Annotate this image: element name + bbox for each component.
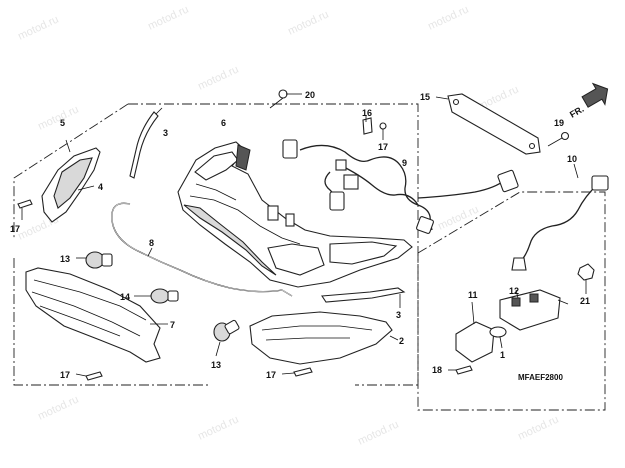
lens-11 xyxy=(455,301,495,363)
screw-20 xyxy=(269,89,302,109)
screw-17-top xyxy=(379,122,387,140)
watermark-text: motod.ru xyxy=(436,203,480,232)
callout-21: 21 xyxy=(580,296,590,306)
screw-18-lower xyxy=(448,365,473,375)
lens-4 xyxy=(77,185,95,191)
callout-2: 2 xyxy=(399,336,404,346)
wire-harness xyxy=(282,139,519,234)
screw-17-bottom xyxy=(281,367,313,377)
lens-7 xyxy=(25,267,168,363)
callout-18: 18 xyxy=(432,365,442,375)
group-frames xyxy=(13,103,606,411)
bulb-13-left xyxy=(76,251,113,269)
callout-10: 10 xyxy=(567,154,577,164)
watermark-text: motod.ru xyxy=(146,3,190,32)
wire-8 xyxy=(111,202,293,297)
watermark-text: motod.ru xyxy=(286,8,330,37)
license-light-12 xyxy=(499,289,569,331)
callout-17: 17 xyxy=(266,370,276,380)
callout-labels: 1 2 3 3 4 5 6 7 8 9 10 11 12 13 13 14 15… xyxy=(10,90,590,382)
watermark-text: motod.ru xyxy=(426,3,470,32)
trim-strip-3-upper xyxy=(129,107,163,179)
drawing-code: MFAEF2800 xyxy=(518,373,563,382)
screw-19 xyxy=(547,131,570,147)
callout-3: 3 xyxy=(396,310,401,320)
callout-13: 13 xyxy=(211,360,221,370)
callout-16: 16 xyxy=(362,108,372,118)
callout-3: 3 xyxy=(163,128,168,138)
watermark-text: motod.ru xyxy=(36,103,80,132)
lens-2 xyxy=(249,311,399,365)
gasket-1 xyxy=(489,326,507,349)
callout-12: 12 xyxy=(509,286,519,296)
watermark-text: motod.ru xyxy=(196,63,240,92)
side-reflector-5 xyxy=(41,139,101,223)
bracket-15 xyxy=(435,93,541,155)
direction-label: FR. xyxy=(568,104,586,120)
nut-21 xyxy=(577,263,595,294)
watermark-text: motod.ru xyxy=(16,13,60,42)
wire-10 xyxy=(511,163,609,271)
tail-light-housing xyxy=(177,141,413,288)
screw-17-bottom-left xyxy=(75,371,103,381)
callout-4: 4 xyxy=(98,182,103,192)
callout-13: 13 xyxy=(60,254,70,264)
bulb-14 xyxy=(134,288,179,304)
callout-8: 8 xyxy=(149,238,154,248)
callout-1: 1 xyxy=(500,350,505,360)
callout-9: 9 xyxy=(402,158,407,168)
watermark-text: motod.ru xyxy=(36,393,80,422)
trim-strip-3-lower xyxy=(321,287,406,308)
callout-7: 7 xyxy=(170,320,175,330)
callout-19: 19 xyxy=(554,118,564,128)
callout-5: 5 xyxy=(60,118,65,128)
screw-17-left xyxy=(17,199,33,220)
callout-14: 14 xyxy=(120,292,130,302)
callout-20: 20 xyxy=(305,90,315,100)
callout-6: 6 xyxy=(221,118,226,128)
callout-17: 17 xyxy=(60,370,70,380)
callout-17: 17 xyxy=(10,224,20,234)
clip-16 xyxy=(362,116,373,135)
bulb-13-lower xyxy=(213,319,240,357)
callout-17: 17 xyxy=(378,142,388,152)
callout-15: 15 xyxy=(420,92,430,102)
callout-11: 11 xyxy=(468,290,478,300)
watermark-text: motod.ru xyxy=(196,413,240,442)
front-direction-arrow xyxy=(581,82,609,108)
watermark-text: motod.ru xyxy=(356,418,400,447)
watermark-text: motod.ru xyxy=(516,413,560,442)
